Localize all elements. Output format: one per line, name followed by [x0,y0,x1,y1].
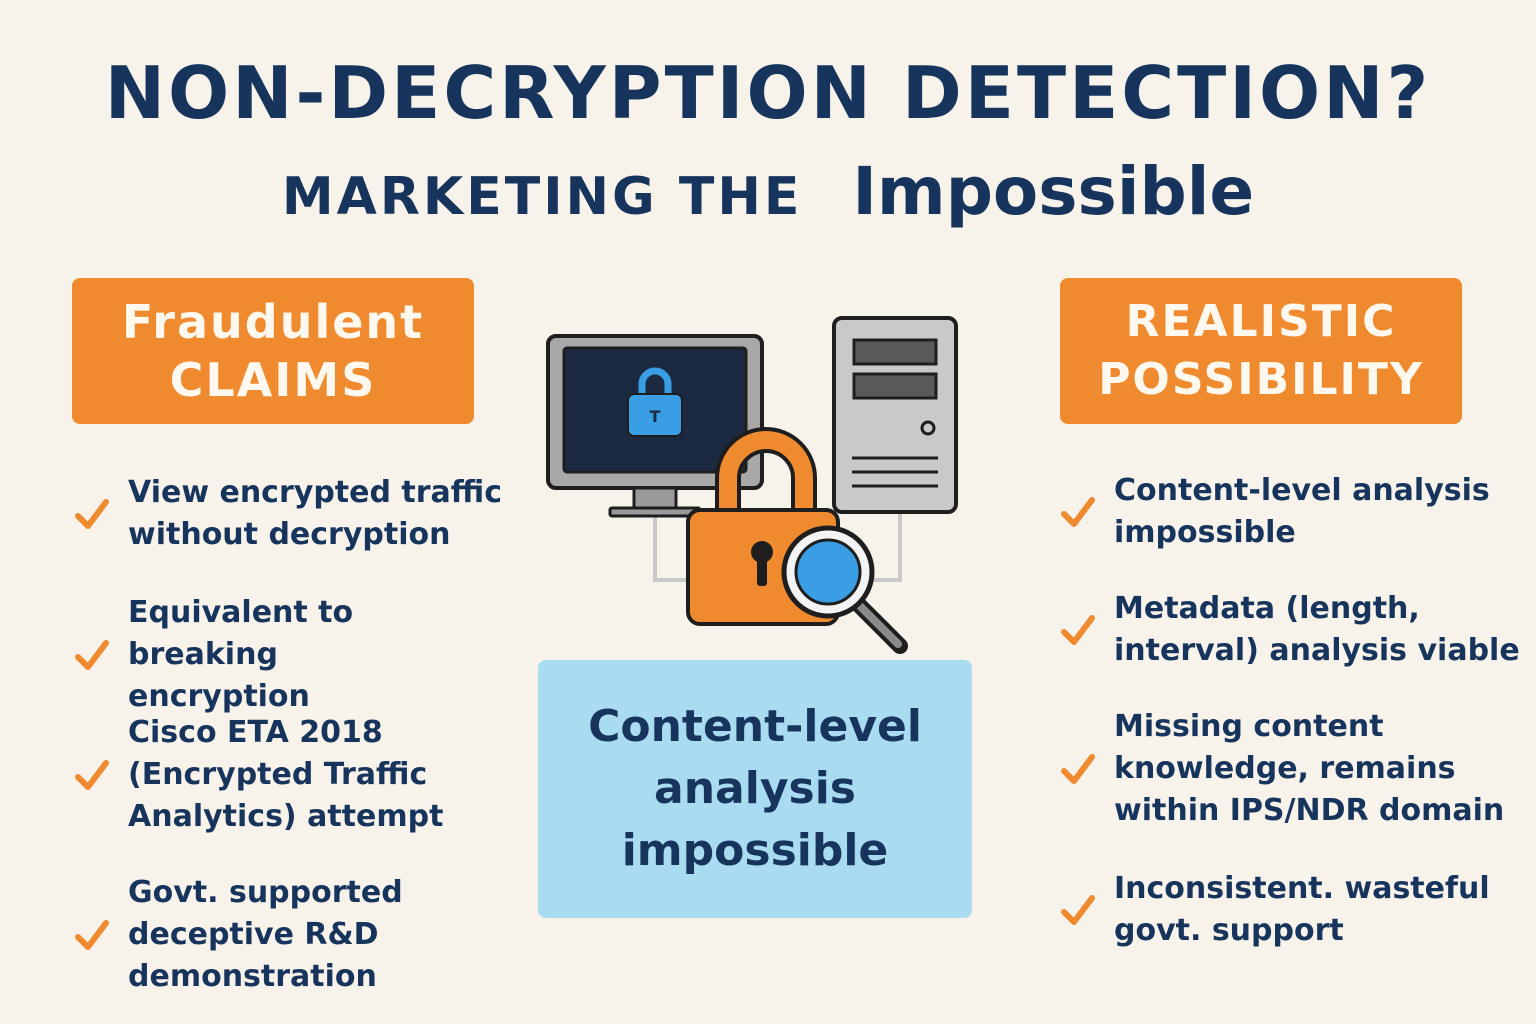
text-line: knowledge, remains [1114,751,1456,786]
text-line: Missing content [1114,709,1384,744]
text-line: impossible [1114,515,1296,550]
text-line: View encrypted traffic [128,475,503,510]
list-item-text: View encrypted traffic without decryptio… [128,472,502,556]
text-line: Cisco ETA 2018 [128,715,383,750]
text-line: within IPS/NDR domain [1114,793,1505,828]
text-line: without decryption [128,517,451,552]
text-line: Metadata (length, [1114,591,1420,626]
list-item: Missing content knowledge, remains withi… [1058,706,1504,832]
list-item: Content-level analysis impossible [1058,470,1490,554]
magnifying-glass-icon [781,525,908,654]
checkmark-icon [75,499,109,529]
checkmark-icon [1061,754,1095,784]
callout-line: impossible [621,825,889,876]
fraudulent-claims-heading: Fraudulent CLAIMS [72,278,474,424]
list-item: View encrypted traffic without decryptio… [72,472,502,556]
subtitle-part-1: MARKETING THE [281,167,803,227]
heading-line: POSSIBILITY [1098,354,1424,405]
server-tower-icon [832,316,958,514]
callout-line: Content-level [588,701,922,752]
text-line: Govt. supported [128,875,403,910]
list-item: Equivalent to breaking encryption [72,592,512,718]
text-line: deceptive R&D [128,917,379,952]
list-item-text: Metadata (length, interval) analysis via… [1114,588,1520,672]
text-line: Analytics) attempt [128,799,444,834]
list-item-text: Equivalent to breaking encryption [128,592,512,718]
text-line: Content-level analysis [1114,473,1490,508]
subtitle-part-2: Impossible [852,153,1255,230]
text-line: encryption [128,679,310,714]
text-line: demonstration [128,959,377,994]
list-item-text: Inconsistent. wasteful govt. support [1114,868,1490,952]
list-item: Cisco ETA 2018 (Encrypted Traffic Analyt… [72,712,443,838]
list-item-text: Missing content knowledge, remains withi… [1114,706,1504,832]
text-line: Inconsistent. wasteful [1114,871,1490,906]
text-line: govt. support [1114,913,1344,948]
callout-line: analysis [654,763,856,814]
realistic-possibility-heading: REALISTIC POSSIBILITY [1060,278,1462,424]
checkmark-icon [75,640,109,670]
list-item-text: Content-level analysis impossible [1114,470,1490,554]
encryption-illustration: T [546,316,958,654]
list-item-text: Cisco ETA 2018 (Encrypted Traffic Analyt… [128,712,443,838]
center-callout: Content-level analysis impossible [538,660,972,918]
checkmark-icon [75,920,109,950]
text-line: Equivalent to breaking [128,595,354,672]
checkmark-icon [1061,615,1095,645]
page-subtitle: MARKETING THE Impossible [0,152,1536,249]
list-item: Metadata (length, interval) analysis via… [1058,588,1520,672]
list-item: Govt. supported deceptive R&D demonstrat… [72,872,403,998]
list-item: Inconsistent. wasteful govt. support [1058,868,1490,952]
heading-line: REALISTIC [1125,296,1397,347]
checkmark-icon [1061,497,1095,527]
lock-glyph: T [650,407,661,426]
text-line: (Encrypted Traffic [128,757,428,792]
page-title: NON-DECRYPTION DETECTION? [104,51,1432,135]
list-item-text: Govt. supported deceptive R&D demonstrat… [128,872,403,998]
heading-line: Fraudulent [121,295,425,349]
text-line: interval) analysis viable [1114,633,1520,668]
checkmark-icon [75,760,109,790]
checkmark-icon [1061,895,1095,925]
monitor-icon: T [546,334,764,518]
heading-line: CLAIMS [169,353,377,407]
